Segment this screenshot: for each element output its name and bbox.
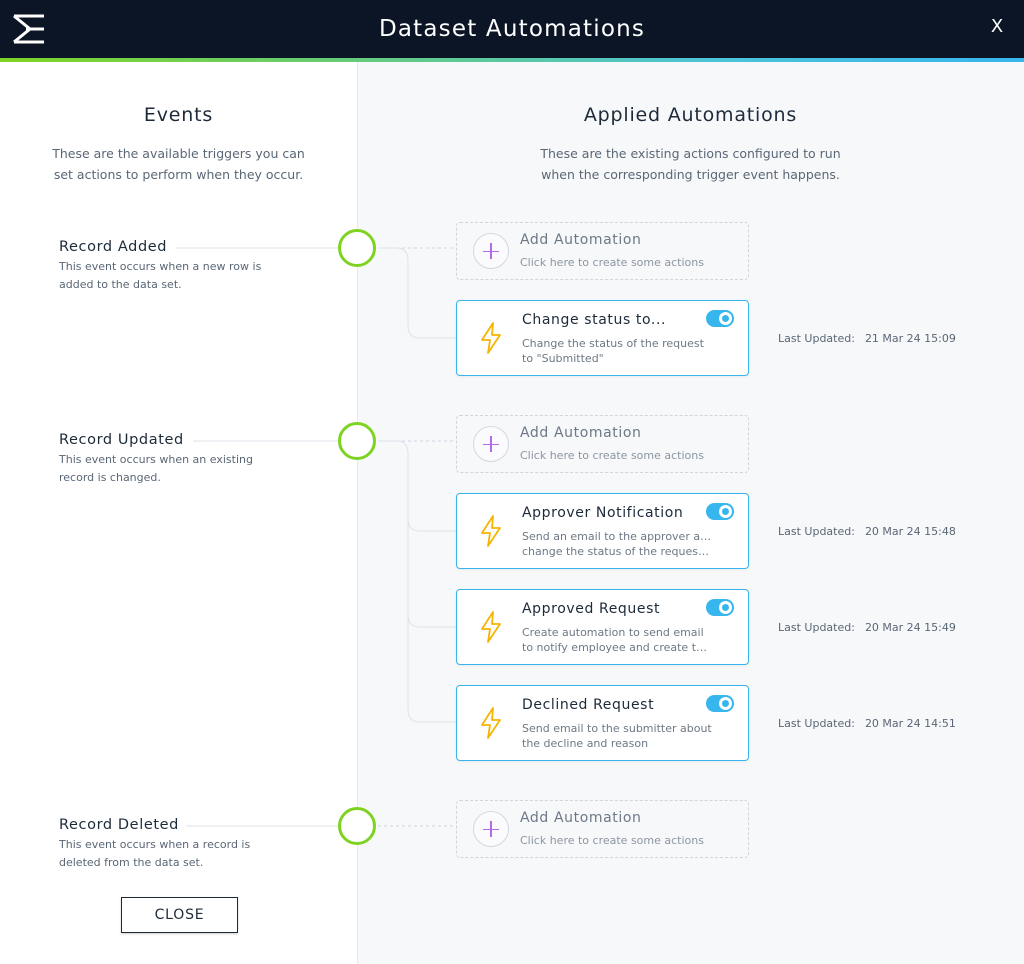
lightning-bolt-icon [481,611,501,643]
add-automation-record-deleted[interactable]: Add Automation Click here to create some… [456,800,749,858]
lightning-bolt-icon [481,322,501,354]
lightning-bolt-icon [481,515,501,547]
modal-title: Dataset Automations [378,16,646,42]
automation-description: Change the status of the request to "Sub… [522,337,704,365]
close-button[interactable]: CLOSE [121,897,238,933]
event-record-updated-name: Record Updated [59,432,184,448]
automation-card-approved-request[interactable]: Approved Request Create automation to se… [456,589,749,665]
add-automation-title: Add Automation [520,425,642,441]
last-updated-declined-request: Last Updated:20 Mar 24 14:51 [778,717,956,730]
last-updated-change-status: Last Updated:21 Mar 24 15:09 [778,332,956,345]
add-automation-subtitle: Click here to create some actions [520,834,704,847]
add-automation-subtitle: Click here to create some actions [520,449,704,462]
plus-icon [473,811,509,847]
event-node-record-updated[interactable] [338,422,376,460]
events-panel [0,62,363,964]
last-updated-approver-notification: Last Updated:20 Mar 24 15:48 [778,525,956,538]
event-record-deleted-description: This event occurs when a record is delet… [59,838,251,869]
add-automation-record-added[interactable]: Add Automation Click here to create some… [456,222,749,280]
automation-enabled-toggle[interactable] [706,695,734,712]
header-gradient-bar [0,58,1024,62]
automations-description: These are the existing actions configure… [540,146,841,182]
automation-description: Send email to the submitter about the de… [522,722,712,750]
automation-enabled-toggle[interactable] [706,310,734,327]
event-record-added-name: Record Added [59,239,168,255]
automation-title: Approved Request [522,601,661,617]
automations-title: Applied Automations [583,104,798,126]
add-automation-record-updated[interactable]: Add Automation Click here to create some… [456,415,749,473]
modal-header: Dataset Automations X [0,0,1024,58]
automation-enabled-toggle[interactable] [706,503,734,520]
automation-description: Create automation to send email to notif… [522,626,712,654]
toggle-knob [719,312,732,325]
event-node-record-added[interactable] [338,229,376,267]
event-record-deleted-name: Record Deleted [59,817,179,833]
add-automation-subtitle: Click here to create some actions [520,256,704,269]
toggle-knob [719,697,732,710]
lightning-bolt-icon [481,707,501,739]
last-updated-approved-request: Last Updated:20 Mar 24 15:49 [778,621,956,634]
plus-icon [473,233,509,269]
automation-title: Approver Notification [522,505,684,521]
events-title: Events [143,104,214,126]
automation-title: Declined Request [522,697,655,713]
toggle-knob [719,601,732,614]
automation-card-declined-request[interactable]: Declined Request Send email to the submi… [456,685,749,761]
close-icon[interactable]: X [990,16,1004,37]
event-record-added-description: This event occurs when a new row is adde… [59,260,262,291]
events-description: These are the available triggers you can… [52,146,305,182]
toggle-knob [719,505,732,518]
plus-icon [473,426,509,462]
automation-card-approver-notification[interactable]: Approver Notification Send an email to t… [456,493,749,569]
automation-enabled-toggle[interactable] [706,599,734,616]
automation-title: Change status to... [522,312,667,328]
add-automation-title: Add Automation [520,232,642,248]
automation-description: Send an email to the approver and change… [522,530,712,558]
event-node-record-deleted[interactable] [338,807,376,845]
event-record-updated-description: This event occurs when an existing recor… [59,453,253,484]
sigma-logo-icon [13,14,44,44]
automation-card-change-status[interactable]: Change status to... Change the status of… [456,300,749,376]
add-automation-title: Add Automation [520,810,642,826]
